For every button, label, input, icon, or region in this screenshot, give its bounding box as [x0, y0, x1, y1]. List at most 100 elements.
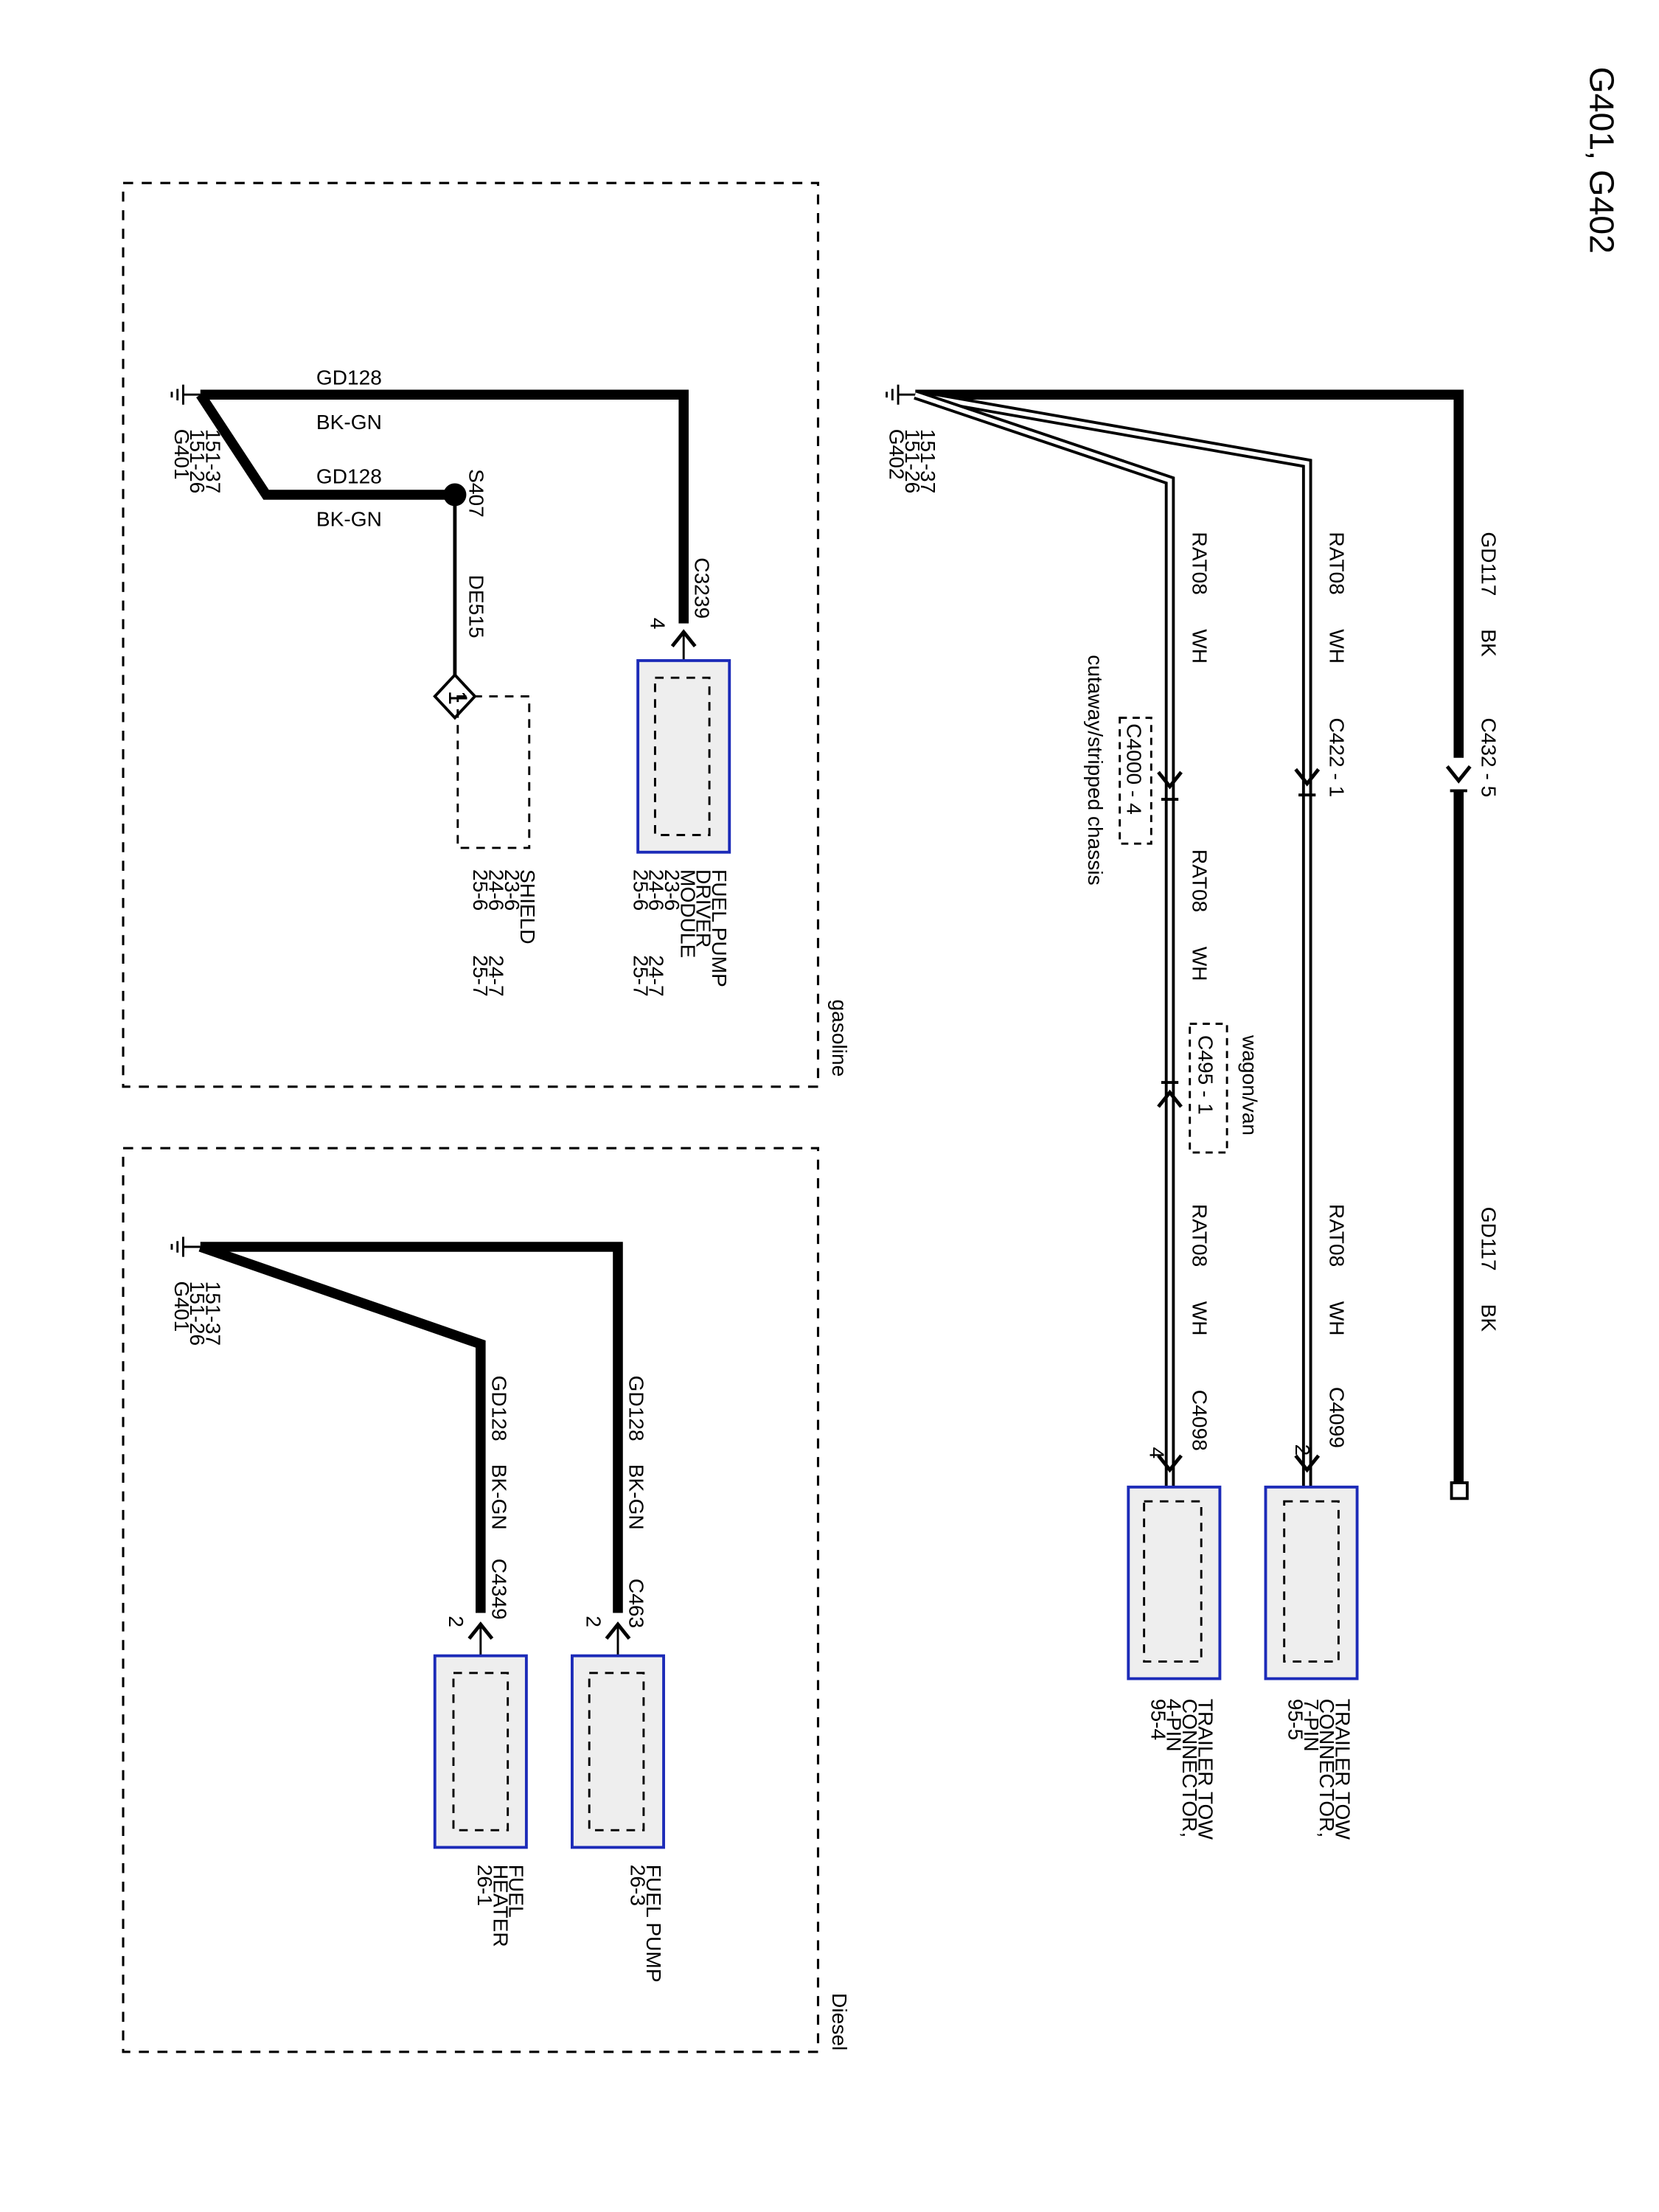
- diesel-label: Diesel: [828, 1993, 851, 2051]
- wire-gd117: [915, 389, 1464, 758]
- gd117-terminal-end: [1450, 1481, 1469, 1500]
- rat08-7pin-color-label: WH: [1326, 629, 1349, 664]
- gasoline-ground-ref2: 151-37: [201, 429, 224, 494]
- de515-circuit-label: DE515: [465, 575, 487, 639]
- wire-rat08-7pin: [914, 389, 1312, 1495]
- c3239-pin-label: 4: [647, 618, 669, 630]
- fpdm-ref-c2: 25-7: [629, 955, 652, 996]
- wagon-van-note: wagon/van: [1238, 1034, 1261, 1135]
- trailer-4pin-name-line1: TRAILER TOW: [1194, 1699, 1217, 1840]
- wire-gd128-fpdm: [200, 389, 689, 624]
- gd128-color-label: BK-GN: [316, 411, 382, 434]
- c463-pin-label: 2: [582, 1615, 605, 1627]
- c4349-pin-label: 2: [445, 1615, 467, 1627]
- trailer-4pin-name-line2: CONNECTOR,: [1178, 1699, 1201, 1837]
- gd128-circuit-label: GD128: [316, 366, 382, 389]
- c432-connector-label: C432 - 5: [1477, 717, 1500, 797]
- fuel-heater-name-line2: HEATER: [489, 1865, 512, 1947]
- g402-ground-label: G402: [885, 429, 908, 480]
- gd117-circuit-label: GD117: [1477, 532, 1500, 596]
- c4000-connector-label: C4000 - 4: [1122, 723, 1145, 814]
- connector-c4349-arrow-icon: [467, 1621, 494, 1640]
- connector-c422-arrow-icon: [1294, 768, 1321, 787]
- trailer-7pin-name-line3: 7-PIN: [1300, 1699, 1323, 1752]
- gasoline-label: gasoline: [828, 1000, 851, 1077]
- g402-ground-ref2: 151-37: [917, 429, 939, 494]
- diesel-gd128-pump-color-label: BK-GN: [625, 1464, 648, 1530]
- wire-rat08-4pin: [914, 389, 1175, 1495]
- trailer-tow-4pin-component: [1127, 1485, 1222, 1680]
- c4099-connector-label: C4099: [1326, 1387, 1349, 1448]
- shield-ref-c: 25-6: [469, 869, 492, 911]
- fuel-pump-component: [570, 1654, 665, 1849]
- gd117-color-label: BK: [1477, 629, 1500, 657]
- c3239-connector-label: C3239: [691, 557, 714, 619]
- connector-c4099-arrow-icon: [1294, 1454, 1321, 1473]
- diesel-ground-symbol: [170, 1235, 202, 1259]
- c4098-pin-label: 4: [1145, 1447, 1168, 1459]
- rat08-4pin-circuit-label: RAT08: [1189, 532, 1211, 594]
- diagram-title: G401, G402: [1583, 66, 1621, 254]
- fpdm-ref-b2: 24-7: [645, 955, 668, 996]
- g402-ground-symbol: [886, 383, 917, 406]
- diesel-ground-label: G401: [170, 1281, 193, 1332]
- fpdm-ref-a: 23-6: [661, 869, 684, 911]
- fuel-heater-ref: 26-1: [473, 1865, 496, 1906]
- rat08-4pin-lower-circuit-label: RAT08: [1189, 1204, 1211, 1267]
- wire-gd128-fuel-pump: [200, 1242, 623, 1613]
- connector-c495-arrow-icon: [1157, 1089, 1183, 1108]
- diesel-gd128-heater-circuit-label: GD128: [487, 1376, 510, 1441]
- trailer-4pin-ref: 95-4: [1147, 1699, 1169, 1740]
- trailer-7pin-name-line2: CONNECTOR,: [1315, 1699, 1338, 1837]
- fpdm-ref-b: 24-6: [645, 869, 668, 911]
- diesel-ground-ref2: 151-37: [201, 1281, 224, 1346]
- gasoline-ground-ref1: 151-26: [186, 429, 209, 494]
- wire-gd128-fuel-heater: [198, 1242, 486, 1613]
- rat08-7pin-circuit-label: RAT08: [1326, 532, 1349, 594]
- fuel-heater-name-line1: FUEL: [505, 1865, 528, 1918]
- gd117-lower-color-label: BK: [1477, 1304, 1500, 1332]
- c4099-pin-label: 2: [1291, 1444, 1314, 1456]
- fuel-pump-driver-module-component: [636, 658, 731, 854]
- diesel-gd128-heater-color-label: BK-GN: [487, 1464, 510, 1530]
- trailer-7pin-ref: 95-5: [1284, 1699, 1307, 1740]
- wire-gd128-splice: [196, 392, 453, 500]
- c422-connector-label: C422 - 1: [1326, 717, 1349, 797]
- shield-ref-b: 24-6: [484, 869, 507, 911]
- shield-ref-a: 23-6: [501, 869, 524, 911]
- fpdm-name-line1: FUEL PUMP: [708, 869, 731, 987]
- fpdm-name-line2: DRIVER: [692, 869, 715, 947]
- fpdm-name-line3: MODULE: [676, 869, 699, 958]
- gd117-lower-circuit-label: GD117: [1477, 1207, 1500, 1271]
- fuel-pump-name: FUEL PUMP: [642, 1865, 665, 1983]
- fuel-heater-component: [433, 1654, 528, 1849]
- trailer-tow-7pin-component: [1264, 1485, 1359, 1680]
- connector-c432-arrow-icon: [1445, 765, 1472, 784]
- c4349-connector-label: C4349: [487, 1559, 510, 1620]
- rat08-7pin-lower-color-label: WH: [1326, 1301, 1349, 1336]
- c495-optional-box: [1189, 1023, 1228, 1154]
- cutaway-note: cutaway/stripped chassis: [1084, 655, 1107, 885]
- shield-name: SHIELD: [516, 869, 539, 945]
- shield-ref-b2: 24-7: [484, 955, 507, 996]
- c463-connector-label: C463: [625, 1579, 648, 1628]
- shield-component-box: [456, 695, 531, 849]
- gasoline-ground-label: G401: [170, 429, 193, 480]
- c4000-optional-box: [1119, 717, 1152, 845]
- c495-connector-label: C495 - 1: [1194, 1035, 1217, 1115]
- diesel-group-box: [122, 1147, 820, 2053]
- shield-ref-c2: 25-7: [469, 955, 492, 996]
- rat08-4pin-lower-color-label: WH: [1189, 1301, 1211, 1336]
- rat08-7pin-lower-circuit-label: RAT08: [1326, 1204, 1349, 1267]
- connector-c3239-arrow-icon: [670, 629, 697, 648]
- fpdm-ref-c: 25-6: [629, 869, 652, 911]
- s407-splice-label: S407: [465, 469, 487, 518]
- connector-c463-arrow-icon: [605, 1621, 631, 1640]
- diesel-gd128-pump-circuit-label: GD128: [625, 1376, 648, 1441]
- g402-ground-ref1: 151-26: [901, 429, 924, 494]
- rat08-4pin-color-label: WH: [1189, 629, 1211, 664]
- diesel-ground-ref1: 151-26: [186, 1281, 209, 1346]
- connector-c4000-arrow-icon: [1157, 771, 1183, 790]
- rat08-4pin-mid-circuit-label: RAT08: [1189, 849, 1211, 912]
